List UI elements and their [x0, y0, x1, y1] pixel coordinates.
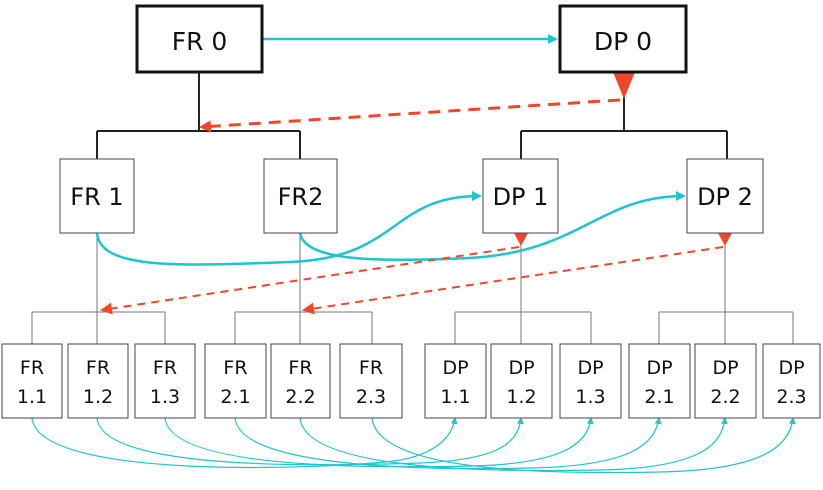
dp21-label-top: DP — [646, 357, 672, 379]
fr22-to-dp22-arrow — [299, 417, 728, 472]
dp1-to-fr1-feedback-arrow — [100, 246, 520, 315]
dp12-label-bottom: 1.2 — [506, 386, 536, 408]
fr23-box[interactable]: FR 2.3 — [339, 343, 403, 419]
level0-boxes: FR 0 DP 0 — [135, 4, 688, 74]
fr21-label-bottom: 2.1 — [220, 386, 250, 408]
fr0-box[interactable]: FR 0 — [135, 4, 264, 74]
fr11-to-dp11-arrow — [31, 417, 458, 469]
dp2-label: DP 2 — [697, 183, 753, 211]
dp12-box[interactable]: DP 1.2 — [490, 343, 553, 419]
dp13-label-top: DP — [577, 357, 603, 379]
dp2-feedback-marker — [718, 233, 732, 246]
fr1-to-dp1-arrow — [95, 191, 482, 266]
dp23-box[interactable]: DP 2.3 — [762, 343, 821, 419]
fr23-label-bottom: 2.3 — [356, 386, 386, 408]
level2-boxes: FR 1.1 FR 1.2 FR 1.3 FR 2.1 FR 2.2 FR 2.… — [1, 343, 821, 419]
fr23-to-dp23-arrow — [371, 417, 796, 474]
dp0-label: DP 0 — [594, 27, 652, 56]
dp13-box[interactable]: DP 1.3 — [559, 343, 622, 419]
fr13-label-top: FR — [153, 357, 177, 379]
fr13-box[interactable]: FR 1.3 — [134, 343, 196, 419]
fr11-label-bottom: 1.1 — [17, 386, 47, 408]
top-hierarchy-lines — [96, 72, 728, 159]
dp13-label-bottom: 1.3 — [575, 386, 605, 408]
fr2-box[interactable]: FR2 — [263, 158, 338, 234]
fr-dp-mapping-arrows — [31, 34, 796, 474]
dp21-box[interactable]: DP 2.1 — [628, 343, 691, 419]
dp22-label-top: DP — [712, 357, 738, 379]
fr2-to-dp2-arrow — [298, 191, 686, 262]
dp0-to-fr0-feedback-arrow — [199, 98, 621, 133]
bottom-hierarchy-lines — [31, 233, 794, 344]
fr0-label: FR 0 — [172, 27, 228, 56]
dp2-to-fr2-feedback-arrow — [302, 246, 724, 315]
fr23-label-top: FR — [359, 357, 383, 379]
fr1-box[interactable]: FR 1 — [59, 158, 135, 234]
dp1-label: DP 1 — [493, 183, 549, 211]
dp1-box[interactable]: DP 1 — [482, 158, 559, 234]
dp0-box[interactable]: DP 0 — [558, 4, 688, 74]
dp0-feedback-marker — [613, 72, 635, 99]
fr2-label: FR2 — [278, 183, 324, 211]
fr13-to-dp13-arrow — [164, 417, 594, 468]
dp23-label-top: DP — [778, 357, 804, 379]
fr22-label-top: FR — [288, 357, 312, 379]
fr21-label-top: FR — [223, 357, 247, 379]
dp22-box[interactable]: DP 2.2 — [694, 343, 757, 419]
fr12-label-bottom: 1.2 — [83, 386, 113, 408]
fr11-label-top: FR — [20, 357, 44, 379]
fr11-box[interactable]: FR 1.1 — [1, 343, 63, 419]
fr22-box[interactable]: FR 2.2 — [270, 343, 331, 419]
dp1-feedback-marker — [514, 233, 528, 246]
dp23-label-bottom: 2.3 — [776, 386, 806, 408]
dp12-label-top: DP — [508, 357, 534, 379]
fr13-label-bottom: 1.3 — [150, 386, 180, 408]
dp2-box[interactable]: DP 2 — [686, 158, 764, 234]
fr1-label: FR 1 — [70, 183, 123, 211]
fr12-to-dp12-arrow — [96, 417, 524, 466]
feedback-arrows — [100, 72, 732, 315]
fr12-box[interactable]: FR 1.2 — [67, 343, 129, 419]
dp21-label-bottom: 2.1 — [644, 386, 674, 408]
fr22-label-bottom: 2.2 — [285, 386, 315, 408]
dp11-label-bottom: 1.1 — [440, 386, 470, 408]
dp11-box[interactable]: DP 1.1 — [424, 343, 487, 419]
dp22-label-bottom: 2.2 — [710, 386, 740, 408]
fr21-box[interactable]: FR 2.1 — [204, 343, 267, 419]
dp11-label-top: DP — [442, 357, 468, 379]
fr12-label-top: FR — [86, 357, 110, 379]
level1-boxes: FR 1 FR2 DP 1 DP 2 — [59, 158, 764, 234]
